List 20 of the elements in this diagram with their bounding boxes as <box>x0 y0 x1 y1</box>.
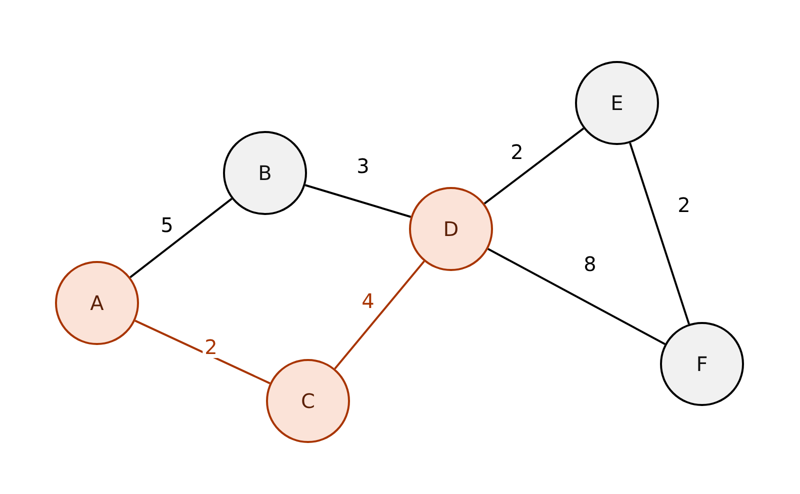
edge-line <box>629 142 690 324</box>
node-label: B <box>258 161 272 185</box>
graph-node <box>223 131 307 215</box>
node-label: C <box>301 389 315 413</box>
graph-node <box>55 261 139 345</box>
node-label: E <box>610 91 624 115</box>
graph-node <box>266 359 350 443</box>
graph-node <box>575 61 659 145</box>
edge-line <box>304 184 412 218</box>
graph-node <box>660 322 744 406</box>
edge-line <box>130 198 232 278</box>
edge-line <box>334 260 425 370</box>
edge-line <box>484 128 584 204</box>
node-label: F <box>696 352 708 376</box>
edge-weight-label: 2 <box>202 336 220 358</box>
node-label: D <box>443 217 459 241</box>
edge-line <box>488 248 666 345</box>
node-label: A <box>90 291 104 315</box>
edge-line <box>134 320 270 384</box>
graph-node <box>409 187 493 271</box>
